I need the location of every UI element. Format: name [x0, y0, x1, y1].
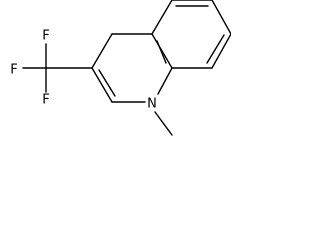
bond-c6-c7: [211, 0, 231, 35]
bond-c3-c2-double: [98, 69, 116, 97]
bond-c4a-c5: [151, 0, 173, 35]
atom-label-nitrogen: N: [147, 97, 157, 112]
atom-label-fluorine-left: F: [10, 63, 17, 78]
bond-n1-c8a: [157, 67, 173, 95]
bond-c7-c8: [211, 33, 231, 69]
bond-c7-c8-double: [206, 34, 225, 64]
chemical-structure-diagram: F F F N: [10, 0, 231, 136]
bond-n1-methyl: [154, 111, 173, 136]
bond-c3-c2: [91, 67, 113, 103]
bond-c8a-c4a: [151, 33, 173, 69]
atom-label-fluorine-bottom: F: [42, 93, 49, 108]
bond-c3-c4: [91, 33, 113, 69]
bond-c8a-c4a-double: [156, 40, 167, 64]
atom-label-fluorine-top: F: [42, 29, 49, 44]
